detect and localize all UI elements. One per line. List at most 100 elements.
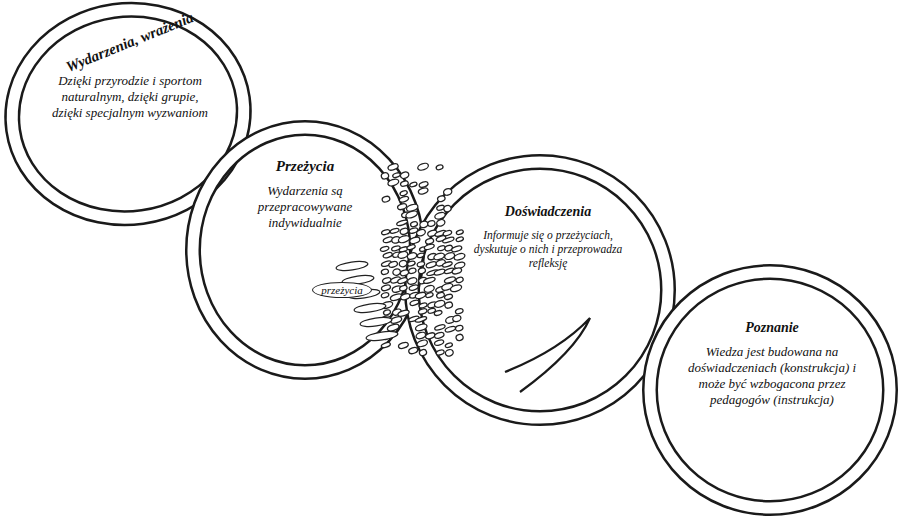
filter-hole [419,349,428,357]
filter-hole [381,268,389,275]
filter-hole [416,339,428,348]
filter-hole [424,243,435,250]
node-label: przeżycia [312,282,372,298]
ring-band [650,272,890,508]
filter-hole [423,276,436,284]
filter-hole [408,346,418,354]
filter-hole [366,330,399,342]
filter-hole [383,252,393,259]
chain-ring [193,128,417,372]
node-body: Dzięki przyrodzie i sportom naturalnym, … [45,73,215,121]
ring-outline [0,0,257,233]
filter-hole [397,277,408,285]
filter-hole [455,276,464,283]
filter-hole [397,250,408,259]
filter-hole [396,219,408,226]
filter-hole [434,310,443,317]
filter-hole [416,228,426,236]
filter-hole [452,314,462,322]
filter-hole [434,324,446,331]
filter-hole [415,291,427,299]
filter-hole [398,341,409,349]
filter-hole [455,325,464,332]
filter-hole [443,188,453,197]
filter-hole [392,268,401,276]
filter-hole [415,323,428,332]
node-body: Informuje się o przeżyciach, dyskutuje o… [466,228,631,270]
filter-hole [405,210,418,219]
filter-hole [408,267,417,274]
filter-hole [450,284,463,293]
filter-hole [383,309,391,316]
filter-hole [390,228,400,235]
node-heading: Przeżycia [276,158,334,175]
filter-hole [381,342,391,349]
filter-hole [409,284,419,291]
filter-hole [400,293,411,301]
filter-hole [445,325,457,333]
chain-link-node: PoznanieWiedza jest budowana na doświadc… [677,320,867,408]
filter-hole [445,349,455,357]
filter-hole [417,162,429,171]
filter-hole [443,205,452,213]
filter-hole [399,285,408,292]
filter-hole [442,236,454,243]
filter-hole [406,252,417,261]
filter-hole [427,220,436,227]
filter-hole [418,308,428,315]
filter-hole [381,172,390,180]
filter-hole [397,203,407,211]
filter-hole [455,308,464,315]
ring-outline [650,272,890,508]
filter-hole [444,251,456,260]
filter-hole [409,181,417,187]
filter-hole [434,331,445,339]
filter-hole [443,230,453,237]
filter-hole [425,261,437,269]
chain-ring [650,272,890,508]
node-body: Wiedza jest budowana na doświadczeniach … [677,344,867,407]
filter-hole [392,172,401,178]
filter-hole [399,195,410,203]
filter-hole [360,316,393,328]
filter-hole [410,221,418,228]
chain-ring [412,162,668,418]
filter-hole [445,342,453,348]
filter-hole [425,292,434,298]
filter-hole [397,309,410,317]
filter-hole [387,163,399,172]
filter-hole [409,299,419,306]
chain-link-node: DoświadczeniaInformuje się o przeżyciach… [466,204,631,270]
filter-hole [436,349,445,356]
node-body: Wydarzenia są przepracowywane indywidual… [230,183,380,231]
filter-hole [437,195,446,202]
filter-hole [451,267,462,275]
filter-hole [415,331,426,340]
chain-link-node: PrzeżyciaWydarzenia są przepracowywane i… [230,158,380,231]
filter-hole [407,277,418,286]
filter-hole [419,181,429,188]
filter-hole [434,339,444,346]
filter-hole [436,292,445,299]
filter-hole [381,284,391,292]
filter-hole [398,234,411,244]
filter-hole [444,301,453,309]
ring-band [193,128,417,372]
filter-label-node: przeżycia [312,282,372,298]
filter-hole [444,293,453,300]
filter-hole [381,229,390,236]
filter-hole [417,261,426,268]
filter-hole [418,187,429,195]
filter-hole [456,229,464,235]
filter-hole [418,267,426,274]
filter-hole [406,244,415,251]
filter-hole [409,236,421,245]
filter-hole [419,302,428,309]
filter-hole [407,260,416,267]
bubble-tail [505,318,590,392]
filter-hole [456,236,464,242]
filter-hole [423,284,435,293]
filter-hole [387,178,399,187]
ring-band [0,0,257,233]
